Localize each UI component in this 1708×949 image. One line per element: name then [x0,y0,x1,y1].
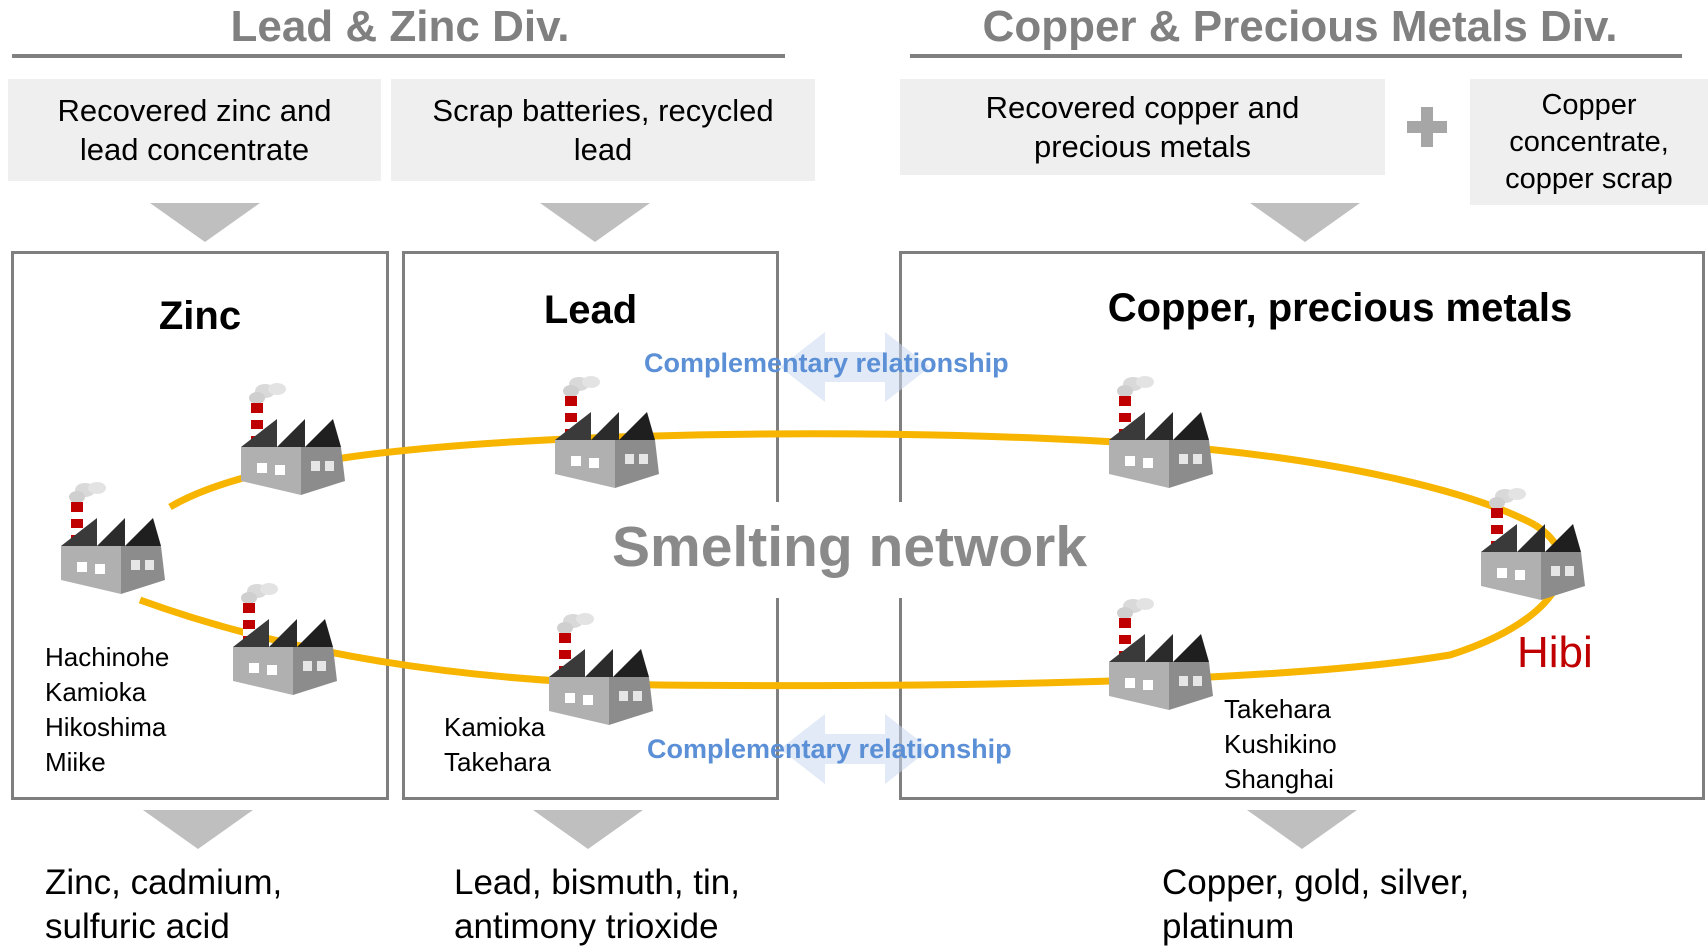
zinc-input-box: Recovered zinc and lead concentrate [8,79,381,181]
copper-locations: Takehara Kushikino Shanghai [1224,694,1337,794]
lead-output-down-arrow-icon [533,810,643,849]
complementary-bottom-label: Complementary relationship [647,734,1012,764]
copper-recovered-input-label: Recovered copper and precious metals [985,90,1300,164]
complementary-top-double-arrow-icon [780,332,930,402]
copper-concentrate-input-box: Copper concentrate, copper scrap [1470,79,1708,205]
zinc-box [11,251,389,800]
smelting-network-ring [138,430,1566,690]
copper-input-down-arrow-icon [1250,203,1360,242]
lead-zinc-division-rule [12,54,785,58]
factory-icon [1481,488,1585,600]
zinc-box-title: Zinc [158,294,242,338]
factory-icon [233,583,337,695]
zinc-input-down-arrow-icon [150,203,260,242]
copper-output: Copper, gold, silver, platinum [1162,863,1470,946]
copper-division-rule [910,54,1682,58]
smelting-network-label: Smelting network [612,515,1088,579]
lead-locations: Kamioka Takehara [444,712,551,777]
factory-icon [555,376,659,488]
lead-input-box: Scrap batteries, recycled lead [391,79,815,181]
factory-icon [241,383,345,495]
lead-box-title: Lead [543,288,638,332]
copper-box-title: Copper, precious metals [1107,286,1573,330]
smelting-network-backing [600,502,1110,598]
copper-concentrate-input-label: Copper concentrate, copper scrap [1505,88,1673,195]
copper-recovered-input-box: Recovered copper and precious metals [900,79,1385,175]
factory-icon [1109,376,1213,488]
zinc-output: Zinc, cadmium, sulfuric acid [45,863,283,946]
zinc-input-label: Recovered zinc and lead concentrate [57,93,332,167]
lead-zinc-division-title: Lead & Zinc Div. [230,2,570,51]
lead-output: Lead, bismuth, tin, antimony trioxide [454,863,740,946]
copper-output-down-arrow-icon [1247,810,1357,849]
copper-division-title: Copper & Precious Metals Div. [982,2,1618,51]
zinc-locations: Hachinohe Kamioka Hikoshima Miike [45,642,170,777]
complementary-top-label: Complementary relationship [644,348,1009,378]
plus-icon-shape [1407,107,1447,147]
factory-icon [549,613,653,725]
complementary-bottom-double-arrow-icon [780,714,930,784]
factory-icon [1109,598,1213,710]
zinc-output-down-arrow-icon [143,810,253,849]
hibi-label: Hibi [1517,628,1593,677]
lead-input-label: Scrap batteries, recycled lead [432,93,774,167]
plus-icon [1405,105,1449,149]
lead-input-down-arrow-icon [540,203,650,242]
factory-icon [61,482,165,594]
